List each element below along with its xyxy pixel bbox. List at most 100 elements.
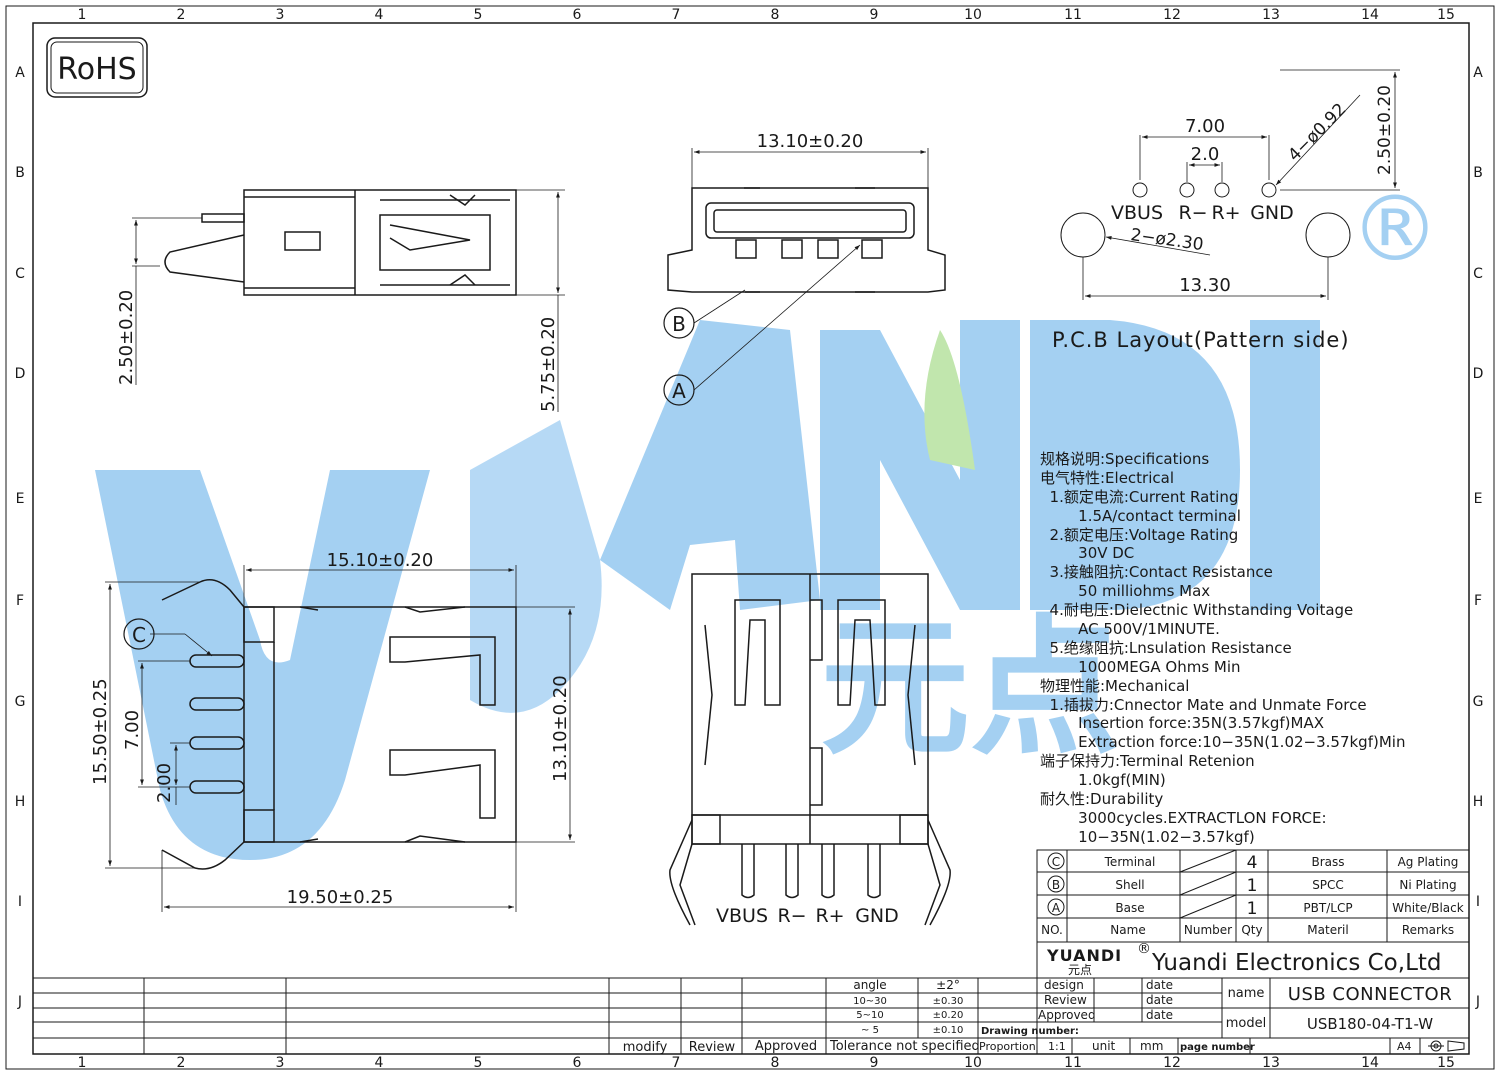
border-col-bottom-15: 15: [1437, 1055, 1455, 1071]
border-col-bottom-9: 9: [870, 1055, 879, 1071]
unit-label: unit: [1092, 1039, 1116, 1053]
border-col-top-12: 12: [1163, 7, 1181, 23]
svg-text:Materil: Materil: [1307, 923, 1348, 937]
title-logo: YUANDI ® 元点: [1046, 941, 1151, 977]
front-view: [667, 187, 946, 293]
border-col-top-6: 6: [573, 7, 582, 23]
pcb-pin-1: R−: [1178, 202, 1207, 224]
border-col-top-5: 5: [474, 7, 483, 23]
bom-remarks: Ni Plating: [1399, 878, 1456, 892]
border-col-bottom-6: 6: [573, 1055, 582, 1071]
rear-pin-3: GND: [855, 905, 899, 927]
proportion-label: Proportion: [979, 1040, 1036, 1053]
pcb-pin-2: R+: [1211, 202, 1240, 224]
pcb-hole: 4−ø0.92: [1284, 100, 1350, 166]
svg-text:RoHS: RoHS: [57, 52, 136, 87]
spec-line: 3.接触阻抗:Contact Resistance: [1040, 563, 1273, 582]
border-col-bottom-7: 7: [672, 1055, 681, 1071]
model-value: USB180-04-T1-W: [1307, 1015, 1433, 1033]
border-row-right-A: A: [1473, 65, 1483, 81]
bom-remarks: Ag Plating: [1398, 855, 1459, 869]
pcb-layout: [1060, 69, 1400, 300]
pcb-pin-labels: VBUS R−R+ GND: [1111, 202, 1294, 224]
approved-label: Approved: [1038, 1008, 1096, 1022]
pcb-dim-2: 2.0: [1191, 144, 1220, 165]
callout-b: B: [663, 307, 695, 339]
spec-line: 端子保持力:Terminal Retenion: [1040, 752, 1255, 771]
border-col-top-9: 9: [870, 7, 879, 23]
rear-pin-1: R−: [777, 905, 806, 927]
spec-line: AC 500V/1MINUTE.: [1040, 620, 1220, 639]
watermark-mark: ®: [1350, 177, 1440, 282]
spec-line: 1000MEGA Ohms Min: [1040, 657, 1241, 676]
border-col-top-14: 14: [1361, 7, 1379, 23]
border-row-right-C: C: [1473, 266, 1483, 282]
border-col-top-2: 2: [177, 7, 186, 23]
rear-pin-0: VBUS: [716, 905, 768, 927]
dim-plan-length: 19.50±0.25: [287, 887, 394, 908]
border-col-top-11: 11: [1064, 7, 1082, 23]
pcb-pin-3: GND: [1250, 202, 1294, 224]
plan-view-dimensions: [105, 565, 575, 912]
spec-line: 1.5A/contact terminal: [1040, 506, 1241, 525]
pcb-dim-7: 7.00: [1185, 116, 1225, 137]
spec-line: 1.额定电流:Current Rating: [1040, 487, 1239, 506]
border-col-top-1: 1: [78, 7, 87, 23]
border-row-left-A: A: [15, 65, 25, 81]
svg-text:C: C: [132, 623, 146, 647]
spec-line: 规格说明:Specifications: [1040, 450, 1210, 468]
approved-col-label: Approved: [755, 1039, 817, 1054]
spec-line: 物理性能:Mechanical: [1040, 676, 1190, 695]
pcb-dim-13-30: 13.30: [1179, 275, 1231, 296]
unit-value: mm: [1140, 1039, 1163, 1053]
border-col-bottom-2: 2: [177, 1055, 186, 1071]
bom-name: Shell: [1115, 878, 1144, 892]
design-label: design: [1044, 978, 1084, 992]
border-row-left-B: B: [15, 165, 25, 181]
bom-material: PBT/LCP: [1303, 901, 1352, 915]
review-col-label: Review: [689, 1040, 736, 1055]
page-number-label: page number: [1180, 1042, 1255, 1053]
tolerance-range: 10~30: [853, 996, 887, 1007]
review-label: Review: [1044, 993, 1087, 1007]
scale-value: 1:1: [1048, 1040, 1066, 1053]
svg-text:®: ®: [1137, 941, 1151, 957]
border-column-labels: 1122334455667788991010111112121313141415…: [78, 7, 1455, 1071]
spec-line: 电气特性:Electrical: [1040, 468, 1174, 487]
border-col-top-8: 8: [771, 7, 780, 23]
title-block: [33, 941, 1470, 1054]
bom-qty: 4: [1247, 853, 1258, 873]
spec-line: 50 milliohms Max: [1040, 582, 1211, 601]
border-row-right-B: B: [1473, 165, 1483, 181]
dim-side-height: 5.75±0.20: [538, 317, 559, 412]
bom-remarks: White/Black: [1392, 901, 1463, 915]
spec-line: 耐久性:Durability: [1040, 790, 1164, 809]
tolerance-range: angle: [853, 978, 886, 992]
dim-plan-width: 15.10±0.20: [327, 550, 434, 571]
border-col-bottom-5: 5: [474, 1055, 483, 1071]
border-col-top-7: 7: [672, 7, 681, 23]
side-view: [164, 189, 517, 296]
dim-side-pin: 2.50±0.20: [116, 290, 137, 385]
bom-material: SPCC: [1312, 878, 1344, 892]
name-label: name: [1228, 986, 1265, 1001]
border-col-top-3: 3: [276, 7, 285, 23]
bom-qty: 1: [1247, 876, 1258, 896]
spec-line: 3000cycles.EXTRACTLON FORCE:: [1040, 808, 1327, 827]
border-row-right-H: H: [1473, 794, 1484, 810]
pcb-pin-0: VBUS: [1111, 202, 1163, 224]
bom-name: Terminal: [1104, 855, 1156, 869]
border-row-left-F: F: [16, 593, 24, 609]
rear-view: [669, 573, 951, 926]
svg-text:YUANDI: YUANDI: [1046, 946, 1122, 965]
spec-line: 4.耐电压:Dielectnic Withstanding Voitage: [1040, 601, 1354, 620]
svg-text:元点: 元点: [1068, 963, 1092, 977]
svg-text:Qty: Qty: [1241, 923, 1262, 937]
model-label: model: [1226, 1016, 1266, 1031]
bom-qty: 1: [1247, 899, 1258, 919]
spec-line: 30V DC: [1040, 544, 1135, 563]
